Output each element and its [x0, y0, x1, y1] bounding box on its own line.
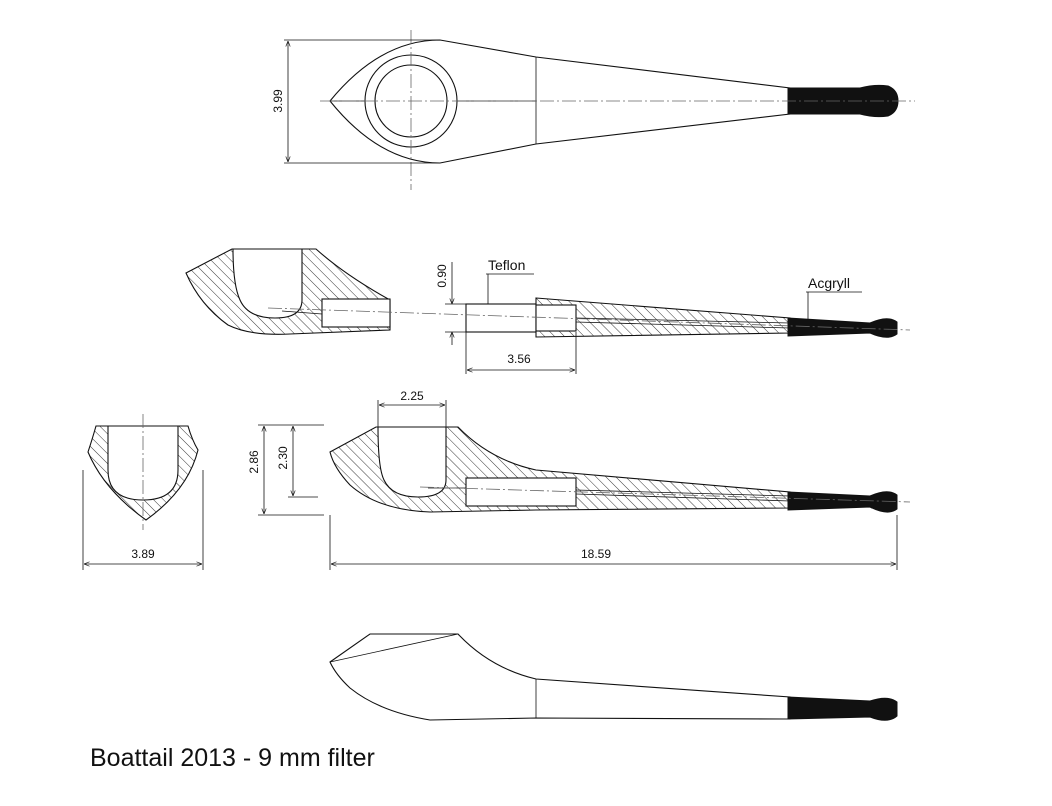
front-section-view: 3.89 [82, 414, 204, 570]
dim-teflon-height: 0.90 [435, 264, 449, 288]
assembled-bowl-chamber [377, 426, 447, 498]
assembled-mouthpiece [787, 491, 898, 513]
top-view: 3.99 [271, 30, 915, 190]
assembled-section-view: 2.25 2.86 2.30 18.59 [247, 389, 911, 570]
dim-total-length: 18.59 [581, 547, 611, 561]
side-view-stem [787, 696, 898, 721]
side-view [329, 633, 898, 721]
dim-bowl-inner-diameter: 2.25 [400, 389, 424, 403]
drawing-title: Boattail 2013 - 9 mm filter [90, 744, 375, 772]
assembled-teflon-tube [465, 477, 577, 507]
dim-teflon-length: 3.56 [507, 352, 531, 366]
dim-top-width: 3.99 [271, 89, 285, 113]
acrylic-label: Acgryll [808, 275, 850, 291]
side-view-top-edge [329, 633, 459, 663]
exploded-stem-airway [575, 321, 791, 329]
teflon-label: Teflon [488, 257, 525, 273]
dim-pipe-height: 2.86 [247, 450, 261, 474]
exploded-airway [281, 310, 323, 315]
assembled-stem-airway [575, 493, 791, 502]
exploded-mortise [321, 298, 391, 328]
exploded-section-view: Teflon Acgryll 0.90 3.56 [185, 248, 911, 374]
side-view-outline [329, 633, 791, 721]
exploded-centerline [267, 307, 911, 331]
assembled-stem-airway [575, 489, 791, 497]
dim-bowl-width: 3.89 [131, 547, 155, 561]
exploded-stem-airway [575, 317, 791, 324]
assembled-centerline [419, 486, 911, 503]
dim-bowl-depth: 2.30 [276, 446, 290, 470]
